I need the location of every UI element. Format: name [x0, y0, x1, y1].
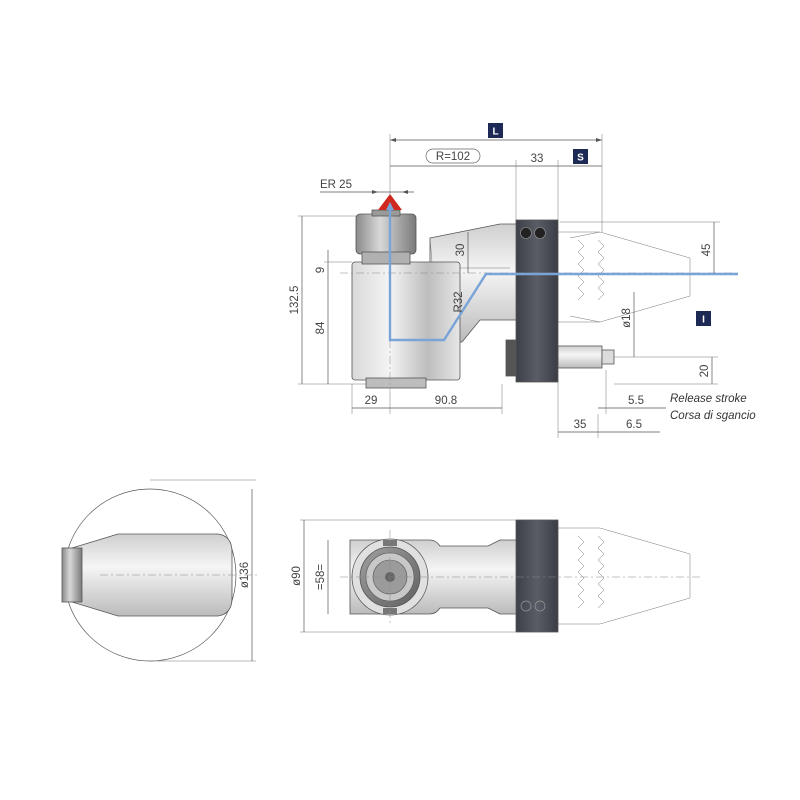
dim-5-5: 5.5 — [628, 395, 644, 407]
dim-r102: R=102 — [436, 151, 470, 163]
dim-90-8: 90.8 — [435, 395, 457, 407]
svg-text:S: S — [577, 153, 584, 164]
flow-path — [388, 208, 738, 342]
note-release-stroke: Release stroke — [670, 393, 747, 405]
flange — [515, 219, 559, 383]
svg-text:L: L — [492, 127, 498, 138]
dim-29: 29 — [365, 395, 378, 407]
collet-nut — [355, 209, 417, 265]
dim-r32: R32 — [453, 291, 465, 312]
dim-6-5: 6.5 — [626, 419, 642, 431]
side-view-dimensions: L R=102 33 S ER 25 132.5 9 84 30 R32 4 — [289, 123, 756, 438]
dim-phi18: ø18 — [621, 308, 633, 328]
dim-30: 30 — [455, 244, 467, 257]
side-view — [340, 194, 740, 392]
dim-20: 20 — [699, 365, 711, 378]
dim-132-5: 132.5 — [289, 286, 301, 315]
stop-pin — [505, 339, 615, 377]
r102-box — [425, 148, 481, 164]
dim-45: 45 — [701, 244, 713, 257]
dim-35: 35 — [574, 419, 587, 431]
top-view: ø90 =58= — [291, 519, 700, 633]
flange-top — [515, 519, 559, 633]
screw-1 — [520, 227, 532, 239]
badge-s — [573, 149, 588, 164]
dim-er25: ER 25 — [320, 179, 352, 191]
dim-phi136: ø136 — [239, 562, 251, 588]
screw-2 — [534, 227, 546, 239]
badge-l — [488, 123, 503, 138]
note-corsa-di-sgancio: Corsa di sgancio — [670, 410, 756, 422]
badge-i — [696, 311, 711, 326]
dim-phi90: ø90 — [291, 566, 303, 586]
dim-33: 33 — [531, 153, 544, 165]
end-view: ø136 — [61, 479, 260, 662]
svg-text:I: I — [702, 315, 705, 326]
dim-9: 9 — [315, 267, 327, 273]
dim-eq58: =58= — [315, 564, 327, 591]
dim-84: 84 — [315, 321, 327, 334]
head-body — [351, 261, 461, 381]
